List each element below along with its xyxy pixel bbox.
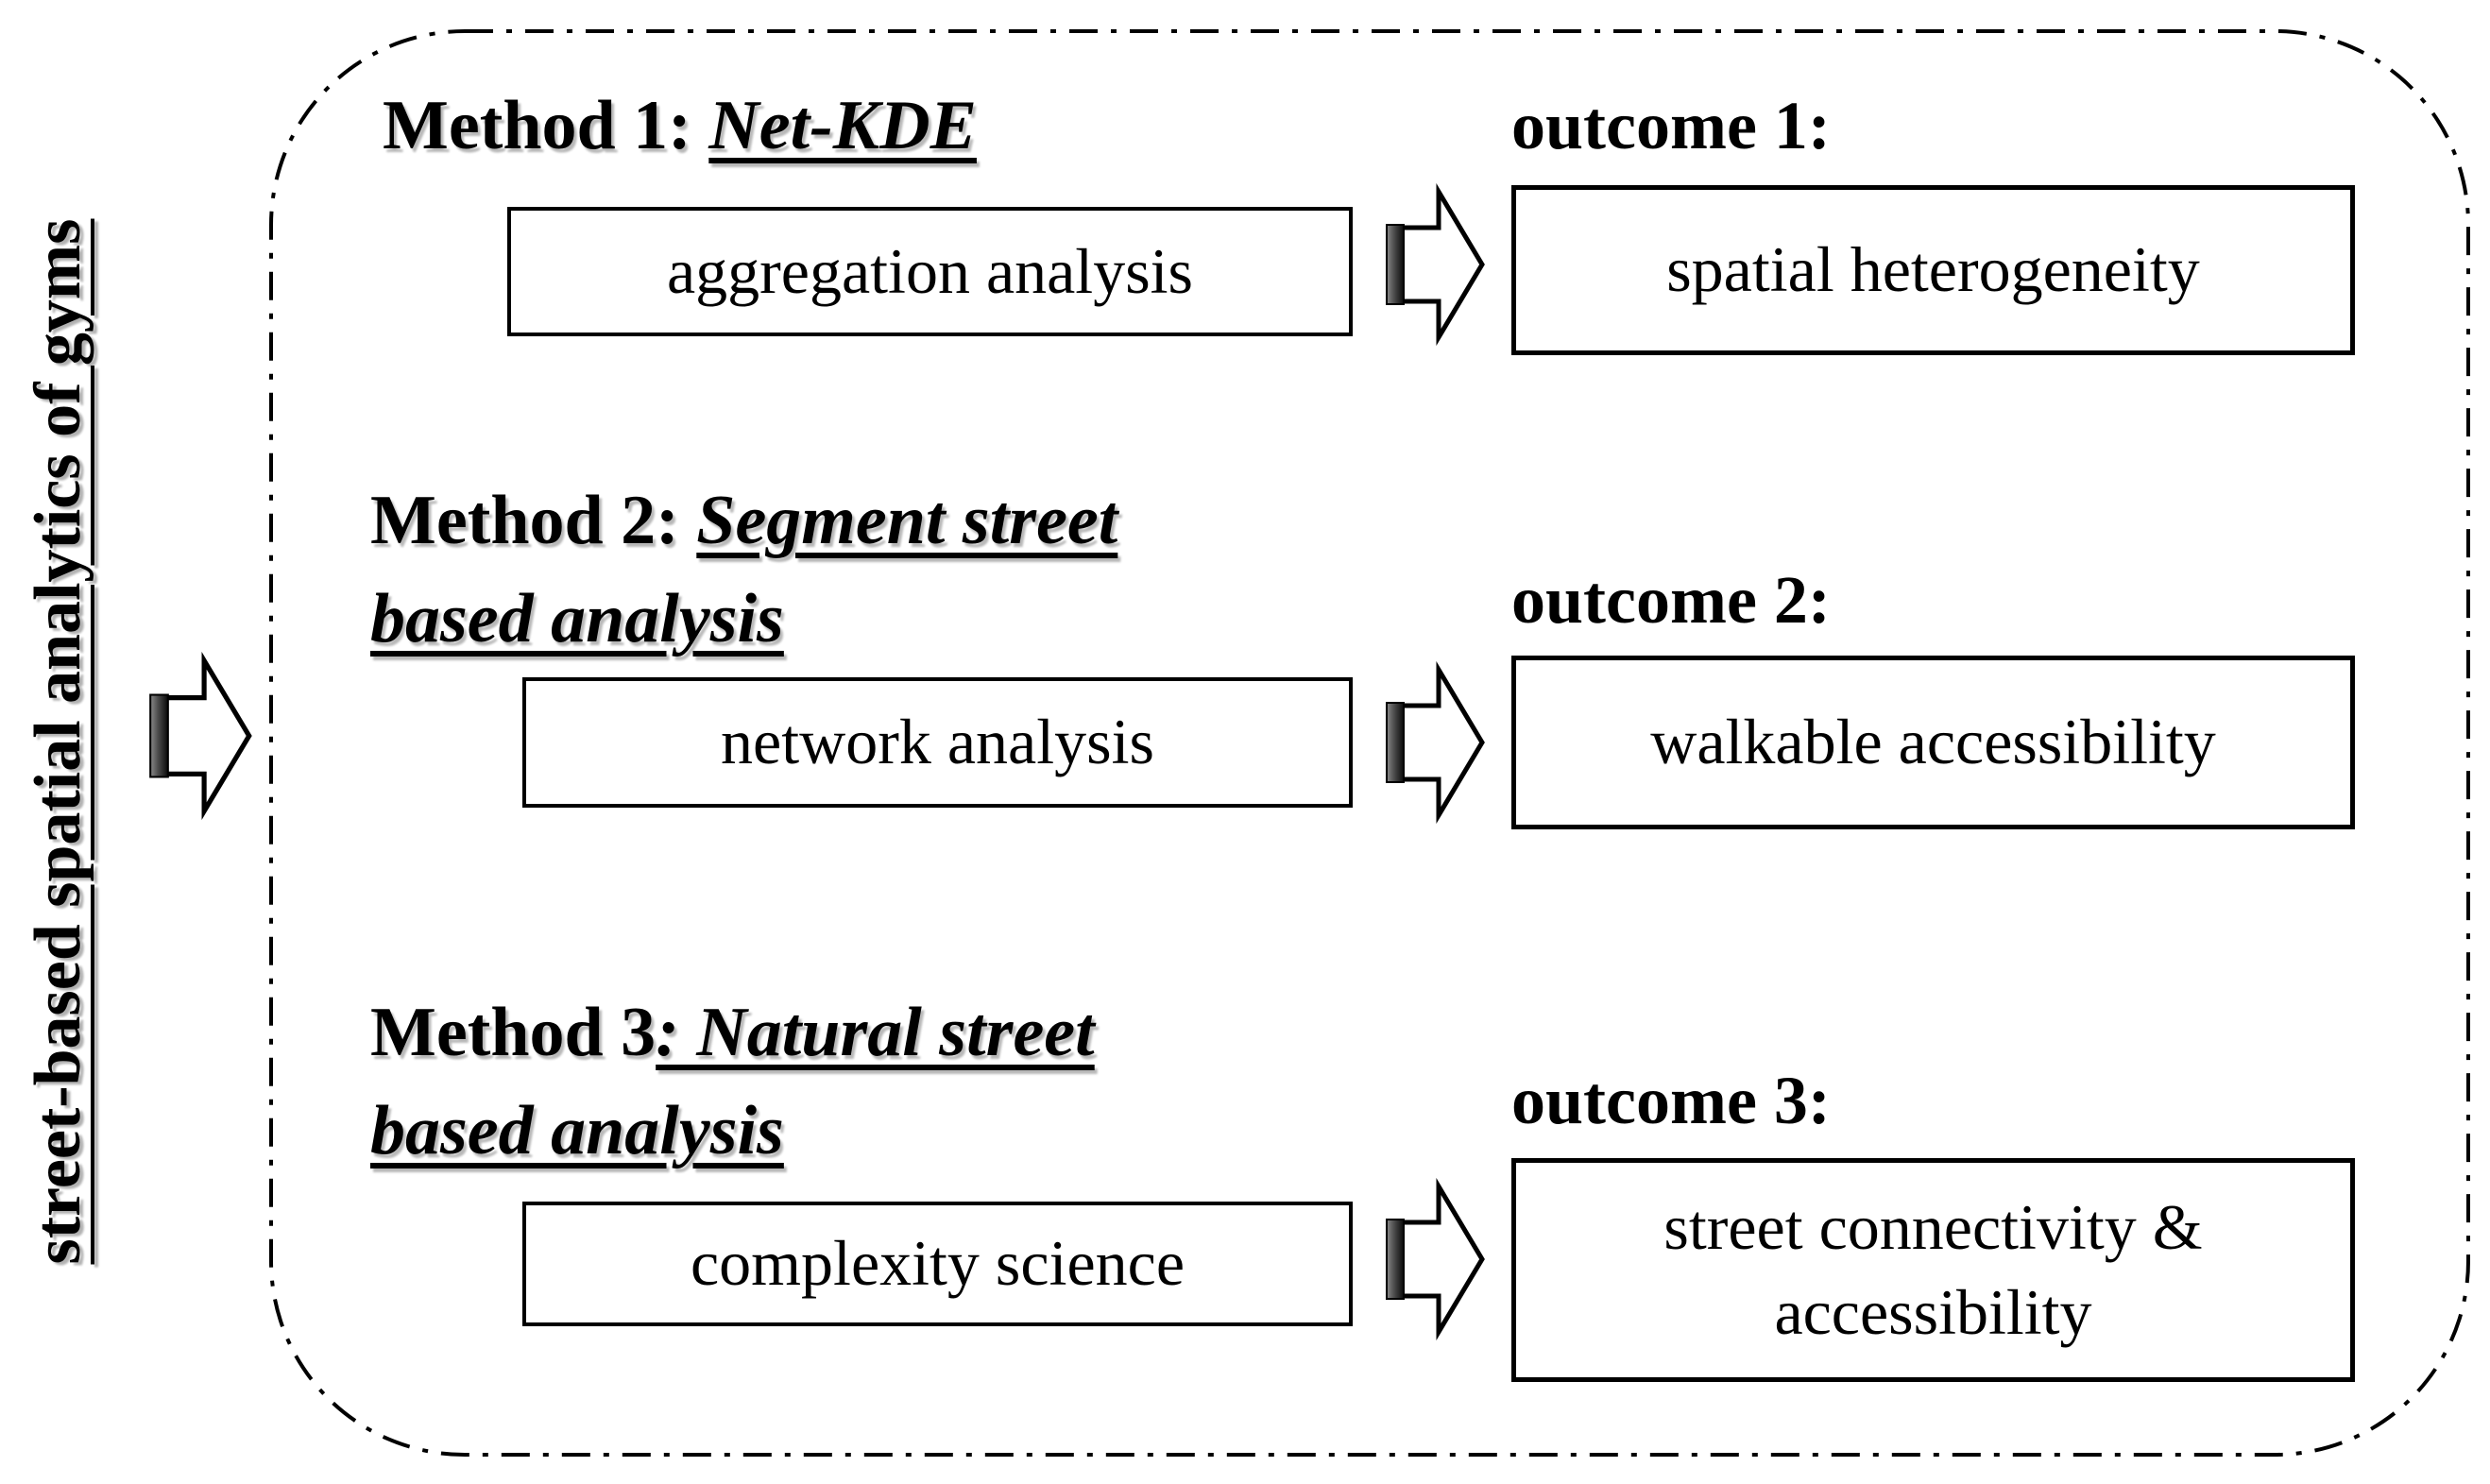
outcome-3-label: outcome 3: — [1511, 1063, 1831, 1138]
outcome-2-box: walkable accessibility — [1511, 656, 2355, 829]
method-1-heading: Method 1: Net-KDE — [383, 77, 977, 176]
method-2-box: network analysis — [522, 677, 1353, 808]
block-arrow-icon — [1386, 661, 1485, 824]
outcome-1-box: spatial heterogeneity — [1511, 185, 2355, 355]
method-3-heading-prefix: Method 3 — [370, 994, 657, 1071]
outcome-2-label: outcome 2: — [1511, 562, 1831, 638]
method-1-heading-name: Net-KDE — [708, 87, 977, 164]
method-2-heading-name: Segment street based analysis — [370, 482, 1118, 657]
method-3-box: complexity science — [522, 1202, 1353, 1326]
input-block-arrow-icon — [149, 652, 252, 820]
method-3-heading-name: : Natural street based analysis — [370, 994, 1095, 1169]
method-1-box: aggregation analysis — [507, 207, 1353, 336]
method-1-heading-prefix: Method 1: — [383, 87, 709, 164]
outcome-1-label: outcome 1: — [1511, 88, 1831, 163]
method-2-heading: Method 2: Segment street based analysis — [370, 472, 1202, 668]
outcome-3-box: street connectivity & accessibility — [1511, 1158, 2355, 1382]
block-arrow-icon — [1386, 1178, 1485, 1340]
block-arrow-icon — [1386, 183, 1485, 346]
method-2-heading-prefix: Method 2: — [370, 482, 697, 559]
method-3-heading: Method 3: Natural street based analysis — [370, 984, 1202, 1180]
